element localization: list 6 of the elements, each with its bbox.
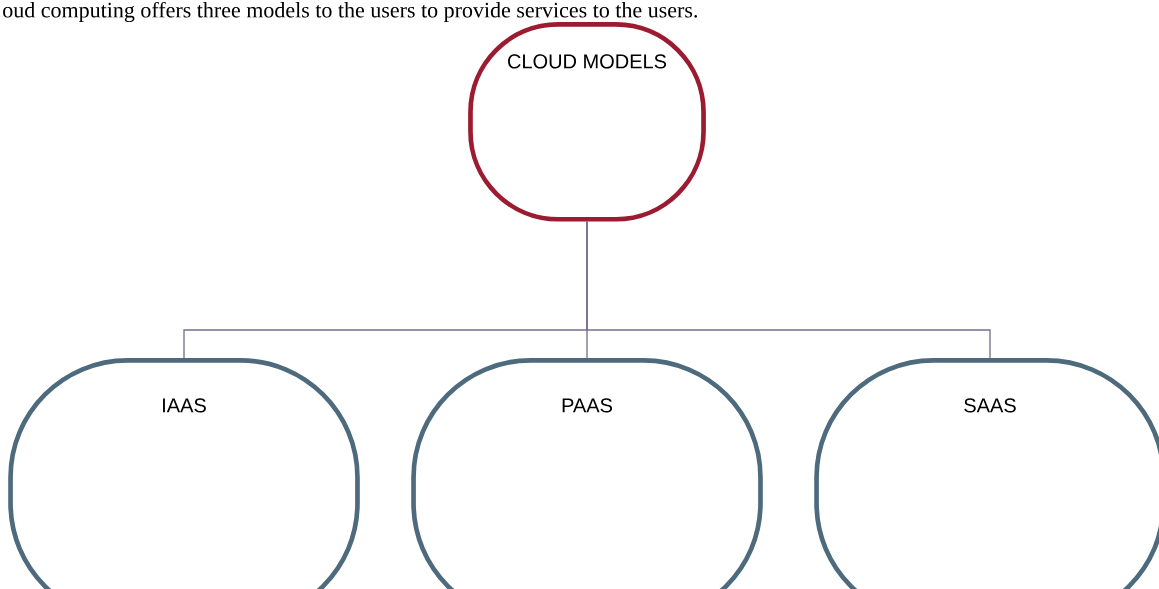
connector-line [586, 220, 991, 359]
rounded-box: CLOUD MODELS [468, 22, 706, 222]
caption-text: oud computing offers three models to the users to provide services to the users. [3, 1, 697, 23]
rounded-box: SAAS [814, 358, 1159, 589]
rounded-box: PAAS [411, 358, 763, 589]
rounded-box: IAAS [8, 358, 360, 589]
